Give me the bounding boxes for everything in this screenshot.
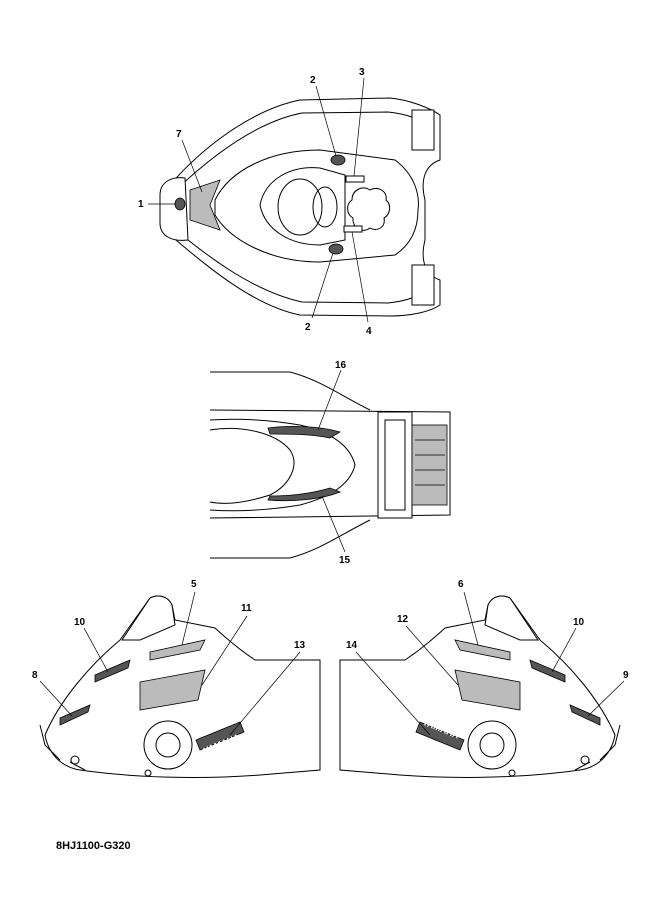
top-view-drawing <box>148 77 441 323</box>
callout-3: 3 <box>359 67 365 78</box>
callout-7: 7 <box>176 129 182 140</box>
callout-15: 15 <box>339 555 351 566</box>
callout-10-left: 10 <box>74 617 86 628</box>
callout-14: 14 <box>346 640 358 651</box>
callout-2-top: 2 <box>310 75 316 86</box>
decal-10-right <box>529 659 566 683</box>
yamaha-badge-right <box>415 721 465 751</box>
callout-11: 11 <box>241 603 252 614</box>
callout-16: 16 <box>335 360 347 371</box>
decal-11 <box>139 669 206 711</box>
callout-4: 4 <box>366 326 372 337</box>
decal-2-lower <box>328 243 344 255</box>
decal-15 <box>267 487 342 502</box>
right-side-drawing: YAMAHA <box>339 591 625 778</box>
decal-16 <box>267 425 341 439</box>
callout-5: 5 <box>191 579 197 590</box>
callout-8: 8 <box>32 670 38 681</box>
bow-emblem <box>174 197 186 211</box>
callout-13: 13 <box>294 640 306 651</box>
diagram-code: 8HJ1100-G320 <box>56 840 131 852</box>
decal-8 <box>59 704 91 726</box>
decal-6 <box>454 639 511 661</box>
decal-10-left <box>94 659 131 683</box>
decal-2-upper <box>330 154 346 166</box>
decal-12 <box>454 669 521 711</box>
decal-4 <box>343 225 363 233</box>
front-v-decal <box>189 179 221 231</box>
callout-12: 12 <box>397 614 409 625</box>
decal-9 <box>569 704 601 726</box>
yamaha-badge-left <box>195 721 245 751</box>
decal-3 <box>345 175 365 183</box>
callout-10-right: 10 <box>573 617 585 628</box>
callout-1: 1 <box>138 199 144 210</box>
callout-9: 9 <box>623 670 629 681</box>
rear-deck-drawing <box>209 369 451 559</box>
left-side-drawing: YAMAHA <box>39 591 321 778</box>
callout-6: 6 <box>458 579 464 590</box>
decal-5 <box>149 639 206 661</box>
callout-2-bottom: 2 <box>305 322 311 333</box>
